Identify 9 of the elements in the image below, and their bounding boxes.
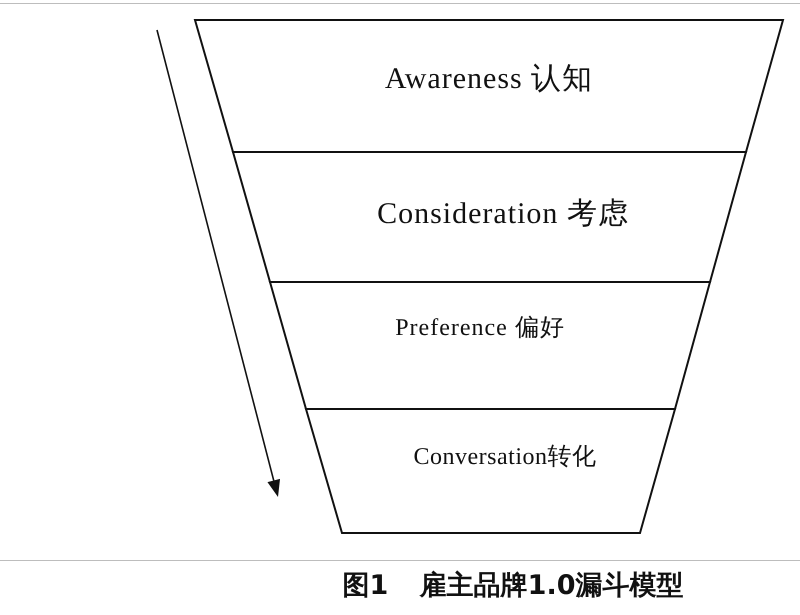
stage-label: Awareness 认知 [384, 62, 594, 94]
stage-label: Consideration 考虑 [377, 196, 629, 230]
stage-label: Preference 偏好 [395, 314, 565, 342]
funnel-band [195, 20, 783, 152]
stage-label: Conversation转化 [414, 444, 596, 470]
figure-caption: 图1 雇主品牌1.0漏斗模型 [342, 571, 684, 601]
funnel-band [233, 152, 746, 282]
funnel-band [270, 282, 710, 409]
funnel-band [306, 409, 675, 533]
